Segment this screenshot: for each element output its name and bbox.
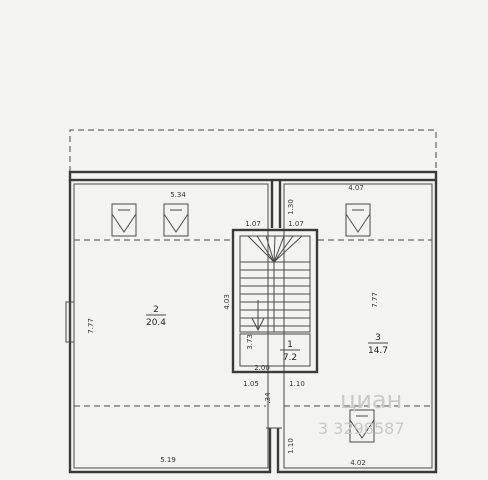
stair-tread	[265, 235, 275, 263]
room-3-area: 14.7	[368, 346, 388, 356]
watermark-number: 3 3298587	[318, 419, 405, 438]
dim-right-height: 7.77	[371, 292, 379, 308]
dim-right-bottom-width: 4.02	[350, 459, 366, 467]
stair-arrow-icon	[251, 300, 265, 332]
stair-tread	[247, 235, 275, 263]
stair-tread	[273, 235, 294, 263]
dim-landing-height: 3.73	[246, 334, 254, 350]
dim-stair-right-top: 1.07	[288, 220, 304, 228]
dim-stair-height: 4.03	[223, 294, 231, 310]
dim-left-height: 7.77	[87, 318, 95, 334]
dim-bottom-notch-height: 1.10	[287, 438, 295, 454]
skylight-window-icon	[163, 203, 189, 237]
stair-tread	[273, 235, 303, 263]
slope-lines	[74, 239, 432, 407]
dim-left-top-width: 5.34	[170, 191, 186, 199]
room-3-number: 3	[375, 333, 381, 343]
stair-tread	[273, 235, 285, 263]
skylight-window-icon	[111, 203, 137, 237]
stair-tread	[256, 235, 275, 263]
dim-left-bottom-width: 5.19	[160, 456, 176, 464]
stair-steps	[240, 235, 310, 327]
staircase	[231, 228, 319, 374]
dim-bottom-left-step: 1.05	[243, 380, 259, 388]
dim-landing-width: 2.00	[254, 364, 270, 372]
watermark-brand: циан	[340, 386, 402, 414]
room-1-number: 1	[287, 340, 293, 350]
balcony-outline	[69, 129, 437, 172]
dim-right-top-width: 4.07	[348, 184, 364, 192]
dim-stair-left-top: 1.07	[245, 220, 261, 228]
dim-right-notch-height: 1.30	[287, 199, 295, 215]
stair-tread	[273, 235, 276, 263]
room-1-area: 7.2	[283, 353, 297, 363]
dim-bottom-left-notch: .34	[264, 392, 272, 404]
room-2-number: 2	[153, 305, 159, 315]
dim-bottom-right-step: 1.10	[289, 380, 305, 388]
side-window	[65, 301, 75, 343]
skylight-window-icon	[345, 203, 371, 237]
skylight-window-icon	[349, 409, 375, 443]
room-2-area: 20.4	[146, 318, 166, 328]
